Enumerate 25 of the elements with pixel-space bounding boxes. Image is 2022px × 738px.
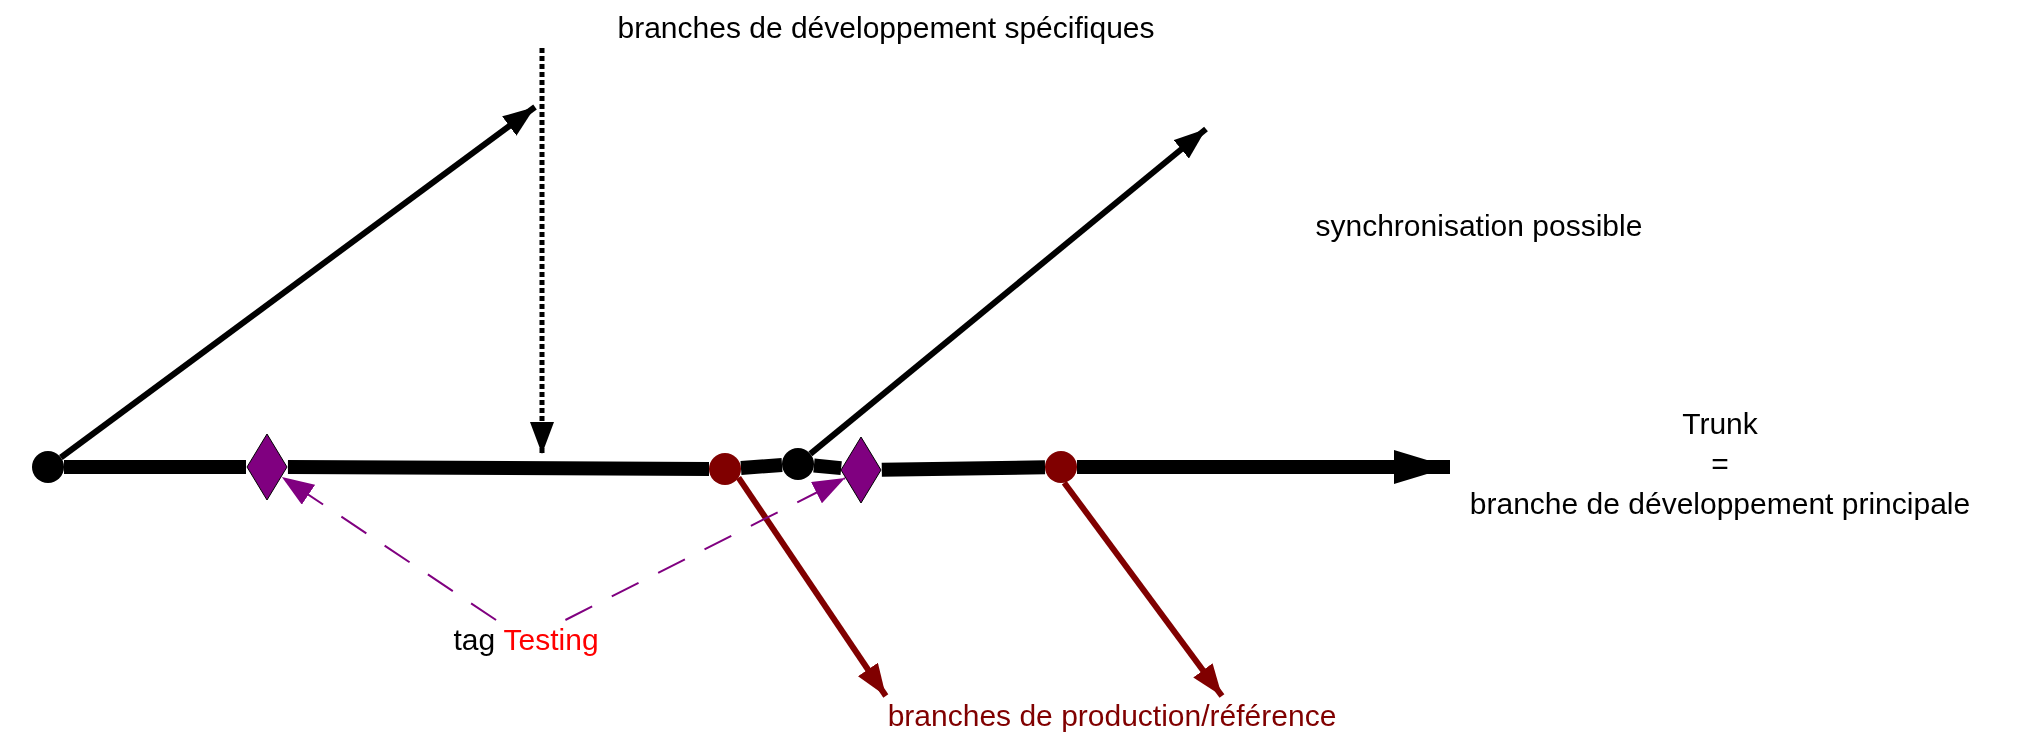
- branch-caption: branches de production/référence: [832, 696, 1392, 736]
- arrow: [530, 48, 554, 454]
- trunk-line: [64, 460, 246, 474]
- note-text: synchronisation possible: [1315, 208, 1643, 244]
- trunk-label: Trunk: [1682, 406, 1758, 442]
- arrow: [808, 126, 1208, 457]
- commit-dot: [1045, 451, 1077, 483]
- commit-dot: [782, 448, 814, 480]
- trunk-line: [881, 460, 1046, 477]
- tag-name: Testing: [503, 623, 599, 656]
- arrow: [1061, 480, 1225, 698]
- commit-dot: [32, 451, 64, 483]
- trunk-line: [740, 458, 783, 475]
- trunk-line: [813, 458, 842, 476]
- arrow: [59, 104, 537, 460]
- arrow: [280, 475, 498, 621]
- arrow: [736, 475, 889, 698]
- branch-caption: branches de développement spécifiques: [586, 8, 1186, 48]
- commit-dot: [709, 453, 741, 485]
- tag-word: tag: [453, 623, 496, 656]
- trunk-arrow: [1077, 450, 1450, 484]
- equals-sign: =: [1711, 446, 1729, 482]
- trunk-caption: branche de développement principale: [1469, 486, 1971, 522]
- arrow: [564, 477, 846, 621]
- trunk-line: [287, 460, 710, 476]
